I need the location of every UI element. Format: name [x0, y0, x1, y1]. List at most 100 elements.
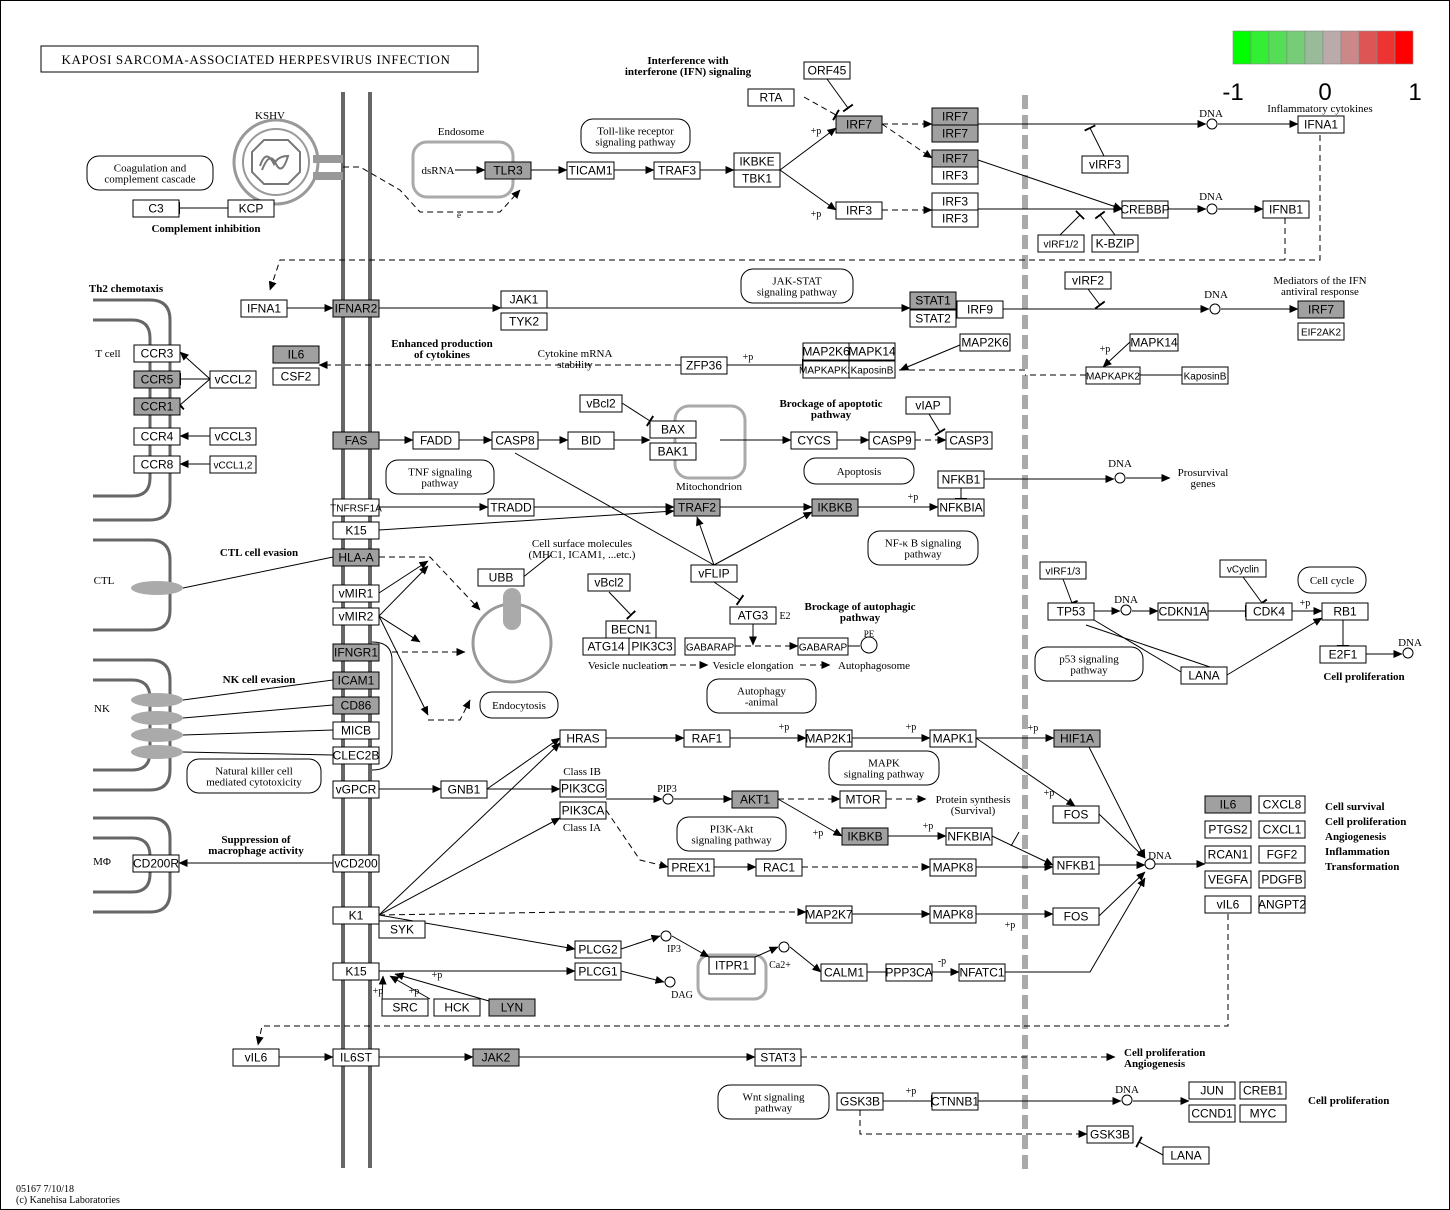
gene-cxcl8[interactable]: CXCL8 [1258, 795, 1306, 814]
gene-virf2[interactable]: vIRF2 [1064, 271, 1112, 290]
gene-tlr3[interactable]: TLR3 [484, 161, 532, 180]
gene-vccl2[interactable]: vCCL2 [209, 370, 257, 389]
gene-cxcl1[interactable]: CXCL1 [1258, 820, 1306, 839]
gene-ticam1[interactable]: TICAM1 [566, 161, 615, 180]
gene-cycs[interactable]: CYCS [790, 431, 838, 450]
gene-traf2[interactable]: TRAF2 [673, 498, 721, 517]
gene-fos[interactable]: FOS [1052, 907, 1100, 926]
gene-nfkb1[interactable]: NFKB1 [1052, 856, 1100, 875]
gene-mapkapk2[interactable]: MAPKAPK2 [1085, 366, 1141, 385]
gene-vcd200[interactable]: vCD200 [332, 854, 380, 873]
gene-ctnnb1[interactable]: CTNNB1 [931, 1092, 979, 1111]
gene-irf7[interactable]: IRF7 [931, 149, 979, 168]
gene-rac1[interactable]: RAC1 [755, 858, 803, 877]
gene-pdgfb[interactable]: PDGFB [1258, 870, 1306, 889]
gene-tp53[interactable]: TP53 [1047, 602, 1095, 621]
gene-mapk1[interactable]: MAPK1 [929, 729, 977, 748]
gene-vflip[interactable]: vFLIP [690, 564, 738, 583]
gene-ubb[interactable]: UBB [477, 568, 525, 587]
gene-viap[interactable]: vIAP [905, 396, 951, 415]
gene-irf3[interactable]: IRF3 [931, 209, 979, 228]
gene-lana[interactable]: LANA [1162, 1146, 1210, 1165]
gene-rcan1[interactable]: RCAN1 [1204, 845, 1252, 864]
gene-gnb1[interactable]: GNB1 [440, 780, 488, 799]
pathway-link-cell-cycle[interactable]: Cell cycle [1297, 566, 1367, 594]
gene-jak1[interactable]: JAK1 [500, 290, 548, 309]
gene-eif2ak2[interactable]: EIF2AK2 [1297, 322, 1345, 341]
gene-stat1[interactable]: STAT1 [909, 291, 957, 310]
gene-irf3[interactable]: IRF3 [835, 201, 883, 220]
gene-c3[interactable]: C3 [132, 199, 180, 218]
gene-ikbkb[interactable]: IKBKB [841, 827, 889, 846]
gene-irf3[interactable]: IRF3 [931, 192, 979, 211]
gene-ifngr1[interactable]: IFNGR1 [332, 643, 380, 662]
gene-irf9[interactable]: IRF9 [956, 300, 1004, 319]
gene-mtor[interactable]: MTOR [839, 790, 887, 809]
gene-vbcl2[interactable]: vBcl2 [579, 394, 623, 413]
gene-k1[interactable]: K1 [332, 906, 380, 925]
gene-fas[interactable]: FAS [332, 431, 380, 450]
gene-csf2[interactable]: CSF2 [272, 367, 320, 386]
gene-ccr4[interactable]: CCR4 [133, 427, 181, 446]
gene-ptgs2[interactable]: PTGS2 [1204, 820, 1252, 839]
gene-stat2[interactable]: STAT2 [909, 309, 957, 328]
gene-k15[interactable]: K15 [332, 962, 380, 981]
gene-traf3[interactable]: TRAF3 [653, 161, 701, 180]
gene-ppp3ca[interactable]: PPP3CA [885, 963, 933, 982]
gene-vcyclin[interactable]: vCyclin [1219, 559, 1267, 578]
gene-cd200r[interactable]: CD200R [132, 854, 180, 873]
gene-creb1[interactable]: CREB1 [1239, 1081, 1287, 1100]
gene-il6[interactable]: IL6 [272, 345, 320, 364]
gene-clec2b[interactable]: CLEC2B [332, 746, 380, 765]
gene-jak2[interactable]: JAK2 [472, 1048, 520, 1067]
gene-atg3[interactable]: ATG3 [729, 606, 777, 625]
gene-virf1-2[interactable]: vIRF1/2 [1037, 234, 1085, 253]
gene-fos[interactable]: FOS [1052, 805, 1100, 824]
gene-ccr3[interactable]: CCR3 [133, 344, 181, 363]
gene-tnfrsf1a[interactable]: TNFRSF1A [330, 498, 382, 517]
gene-casp3[interactable]: CASP3 [945, 431, 993, 450]
gene-src[interactable]: SRC [381, 998, 429, 1017]
gene-gsk3b[interactable]: GSK3B [836, 1092, 884, 1111]
gene-vmir1[interactable]: vMIR1 [332, 584, 380, 603]
gene-pik3c3[interactable]: PIK3C3 [628, 637, 676, 656]
gene-map2k1[interactable]: MAP2K1 [805, 729, 853, 748]
gene-orf45[interactable]: ORF45 [803, 61, 851, 80]
gene-rb1[interactable]: RB1 [1321, 602, 1369, 621]
gene-becn1[interactable]: BECN1 [605, 620, 657, 639]
gene-nfkb1[interactable]: NFKB1 [937, 470, 985, 489]
gene-stat3[interactable]: STAT3 [754, 1048, 802, 1067]
gene-itpr1[interactable]: ITPR1 [708, 956, 756, 975]
gene-map2k6[interactable]: MAP2K6 [802, 342, 850, 361]
gene-calm1[interactable]: CALM1 [820, 963, 868, 982]
gene-irf3[interactable]: IRF3 [931, 166, 979, 185]
gene-hck[interactable]: HCK [433, 998, 481, 1017]
gene-tradd[interactable]: TRADD [487, 498, 535, 517]
gene-bid[interactable]: BID [567, 431, 615, 450]
gene-plcg2[interactable]: PLCG2 [574, 940, 622, 959]
gene-zfp36[interactable]: ZFP36 [680, 356, 728, 375]
gene-mapkapk2[interactable]: MAPKAPK2 [799, 360, 853, 379]
gene-syk[interactable]: SYK [378, 920, 426, 939]
gene-raf1[interactable]: RAF1 [683, 729, 731, 748]
gene-vil6[interactable]: vIL6 [1204, 895, 1252, 914]
gene-ifna1[interactable]: IFNA1 [240, 299, 288, 318]
gene-kaposinb[interactable]: KaposinB [848, 360, 896, 379]
gene-pik3ca[interactable]: PIK3CA [559, 801, 607, 820]
gene-tbk1[interactable]: TBK1 [733, 169, 781, 188]
gene-mapk14[interactable]: MAPK14 [848, 342, 896, 361]
gene-mapk8[interactable]: MAPK8 [929, 858, 977, 877]
gene-ifna1[interactable]: IFNA1 [1297, 115, 1345, 134]
gene-ccr5[interactable]: CCR5 [133, 370, 181, 389]
gene-prex1[interactable]: PREX1 [667, 858, 715, 877]
gene-gsk3b[interactable]: GSK3B [1086, 1125, 1134, 1144]
gene-nfkbia[interactable]: NFKBIA [937, 498, 985, 517]
gene-k-bzip[interactable]: K-BZIP [1091, 234, 1139, 253]
gene-rta[interactable]: RTA [747, 88, 795, 107]
gene-lyn[interactable]: LYN [488, 998, 536, 1017]
gene-akt1[interactable]: AKT1 [731, 790, 779, 809]
